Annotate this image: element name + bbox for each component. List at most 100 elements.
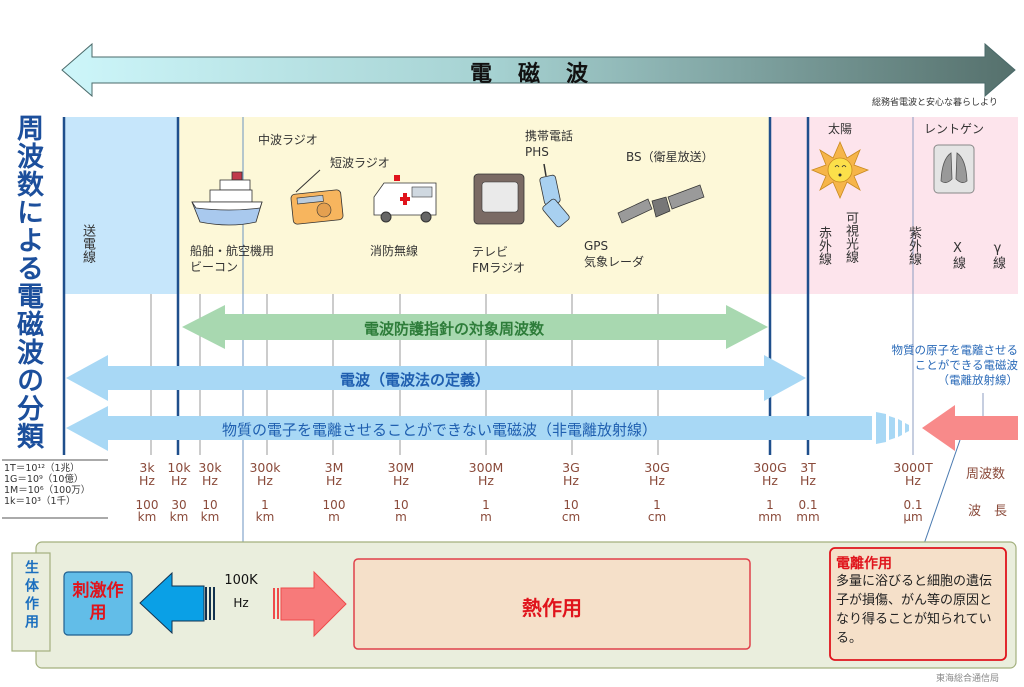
mobile-line: 携帯電話	[525, 129, 574, 143]
wavelength-axis-label: 波 長	[968, 504, 1008, 519]
tick-freq-unit: Hz	[393, 473, 409, 488]
tick-freq-value: 300M	[468, 460, 504, 475]
tick-wl-value: 100	[322, 498, 346, 512]
tick-freq-value: 3k	[139, 460, 155, 475]
tick-wl-value: 0.1	[903, 498, 923, 512]
thermal-effect-label: 熱作用	[522, 596, 582, 620]
tick-wl-value: 1	[261, 498, 269, 512]
tick-freq-value: 30k	[198, 460, 222, 475]
tick-freq-unit: Hz	[800, 473, 816, 488]
ionizing-label: 物質の原子を電離させる ことができる電磁波 （電離放射線）	[820, 343, 1019, 388]
tick-wl-value: 100	[135, 498, 159, 512]
tick-wl-value: 1	[653, 498, 661, 512]
stimulus-arrow	[139, 571, 205, 635]
em-wave-title: 電 磁 波	[470, 62, 591, 87]
ionizing-line1: 物質の原子を電離させる	[891, 343, 1019, 357]
non-ionizing-arrow	[66, 406, 872, 451]
tick-freq-unit: Hz	[478, 473, 494, 488]
ship-beacon-line2: ビーコン	[190, 260, 239, 274]
ship-beacon-line1: 船舶・航空機用	[190, 244, 275, 258]
ionizing-line3: （電離放射線）	[937, 373, 1019, 387]
radio-law-arrow	[66, 355, 806, 401]
unit-legend-m: 1M＝10⁶（100万）	[4, 485, 91, 496]
xray-image-label: レントゲン	[924, 122, 985, 136]
ship-beacon-label: 船舶・航空機用 ビーコン	[190, 243, 274, 275]
bio-effects-tab	[11, 552, 51, 652]
tick-wl-unit: μm	[903, 510, 923, 524]
ambulance-icon	[373, 175, 437, 223]
sun-label: 太陽	[828, 122, 853, 136]
ionizing-line2: ことができる電磁波	[914, 358, 1018, 372]
tv-icon	[473, 173, 525, 225]
ultraviolet-label: 紫外線	[906, 226, 921, 265]
side-title: 周波数による電磁波の分類	[12, 114, 43, 450]
non-ionizing-fade	[876, 412, 909, 444]
tick-wl-unit: km	[200, 510, 220, 524]
em-wave-arrow	[61, 42, 1016, 98]
tick-freq-unit: Hz	[905, 473, 921, 488]
sun-icon	[810, 141, 870, 199]
tick-freq-value: 300k	[249, 460, 281, 475]
ionization-effect-title: 電離作用	[836, 556, 892, 572]
unit-legend-g: 1G＝10⁹（10億）	[4, 474, 84, 485]
tv-fm-label: テレビ FMラジオ	[472, 244, 525, 276]
mw-radio-label: 中波ラジオ	[258, 133, 318, 147]
tick-wl-unit: km	[137, 510, 157, 524]
radio-law-label: 電波（電波法の定義）	[340, 371, 491, 389]
stimulus-effect-label: 刺激作用	[72, 581, 124, 623]
gps-radar-label: GPS 気象レーダ	[584, 238, 644, 270]
tick-freq-unit: Hz	[202, 473, 218, 488]
gamma-ray-label: γ線	[990, 241, 1005, 269]
optical-region	[770, 117, 1018, 294]
xray-icon	[933, 144, 975, 194]
infrared-label: 赤外線	[816, 226, 831, 265]
mobile-phs-label: 携帯電話 PHS	[525, 128, 573, 160]
tick-wl-value: 10	[393, 498, 409, 512]
source-credit-top: 総務省電波と安心な暮らしより	[872, 98, 998, 108]
x-ray-label: X線	[950, 241, 965, 269]
sw-radio-icon	[290, 169, 344, 225]
tick-freq-value: 10k	[167, 460, 191, 475]
power-line-region	[64, 117, 178, 294]
protection-guideline-arrow	[182, 305, 768, 349]
threshold-unit: Hz	[233, 596, 249, 610]
tick-freq-unit: Hz	[563, 473, 579, 488]
tick-wl-unit: m	[480, 510, 492, 524]
tick-freq-value: 3M	[324, 460, 344, 475]
non-ionizing-label: 物質の電子を電離させることができない電磁波（非電離放射線）	[222, 421, 658, 439]
boundary-lines	[62, 117, 810, 455]
ionizing-arrow	[922, 405, 1018, 451]
tick-wl-value: 0.1	[798, 498, 818, 512]
unit-legend-k: 1k＝10³（1千）	[4, 496, 76, 507]
sw-radio-label: 短波ラジオ	[330, 156, 390, 170]
tick-wl-unit: cm	[647, 510, 667, 524]
tick-wl-value: 1	[766, 498, 774, 512]
power-line-label: 送電線	[80, 224, 95, 263]
tick-freq-value: 30G	[644, 460, 670, 475]
tick-freq-unit: Hz	[762, 473, 778, 488]
visible-light-label: 可視光線	[843, 211, 858, 263]
tick-freq-value: 3G	[562, 460, 580, 475]
tick-freq-value: 30M	[387, 460, 415, 475]
